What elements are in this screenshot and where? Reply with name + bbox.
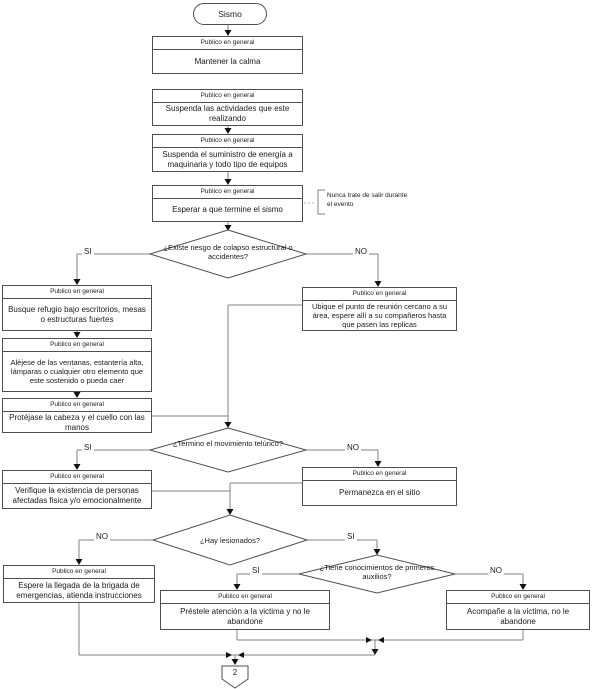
box-header: Publico en general (4, 566, 154, 579)
box-text: Suspenda el suministro de energía a maqu… (162, 149, 293, 169)
process-suspenda-actividades: Publico en general Suspenda las activida… (152, 89, 303, 126)
branch-label-no: NO (94, 532, 110, 541)
diamond-riesgo-colapso (148, 229, 308, 279)
offpage-connector-shape (221, 665, 249, 689)
process-acompane-victima: Publico en general Acompañe a la victima… (446, 590, 590, 630)
decision-primeros-auxilios-text: ¿Tiene conocimientos de primeros auxilio… (319, 563, 435, 582)
process-protejase-cabeza: Publico en general Protéjase la cabeza y… (2, 398, 152, 433)
annotation-note: Nunca trate de salir durante el evento (327, 192, 408, 208)
arrowhead-icons (73, 30, 527, 665)
process-ubique-punto-reunion: Publico en general Ubique el punto de re… (302, 287, 457, 331)
process-permanezca-sitio: Publico en general Permanezca en el siti… (302, 467, 457, 506)
box-text: Permanezca en el sitio (339, 488, 420, 498)
diamond-primeros-auxilios (298, 554, 456, 594)
box-header: Publico en general (3, 399, 151, 412)
decision-riesgo-colapso-text: ¿Existe riesgo de colapso estructural o … (163, 243, 293, 262)
box-text: Verifique la existencia de personas afec… (12, 486, 142, 505)
process-espere-brigada: Publico en general Espere la llegada de … (3, 565, 155, 603)
box-header: Publico en general (3, 339, 151, 352)
process-suspenda-suministro: Publico en general Suspenda el suministr… (152, 134, 303, 172)
box-text: Protéjase la cabeza y el cuello con las … (9, 413, 145, 432)
box-header: Publico en general (303, 468, 456, 481)
box-header: Publico en general (3, 286, 151, 299)
note-bracket (317, 189, 325, 215)
process-prestele-atencion: Publico en general Préstele atención a l… (160, 590, 330, 630)
branch-label-no: NO (345, 443, 361, 452)
branch-label-si: SI (82, 443, 94, 452)
box-text: Aléjese de las ventanas, estantería alta… (10, 357, 144, 386)
box-header: Publico en general (153, 186, 302, 199)
merge-arrow-icons (226, 637, 384, 658)
branch-label-no: NO (353, 247, 369, 256)
diamond-termino-movimiento (148, 427, 308, 473)
box-header: Publico en general (447, 591, 589, 604)
decision-diamond-shapes (148, 229, 456, 594)
process-verifique-existencia: Publico en general Verifique la existenc… (2, 470, 152, 509)
process-busque-refugio: Publico en general Busque refugio bajo e… (2, 285, 152, 331)
box-text: Mantener la calma (194, 56, 261, 66)
box-text: Acompañe a la victima, no le abandone (466, 606, 570, 626)
box-text: Suspenda las actividades que este realiz… (165, 104, 290, 123)
diamond-hay-lesionados (151, 514, 309, 566)
branch-label-si: SI (250, 566, 262, 575)
box-header: Publico en general (303, 288, 456, 301)
box-header: Publico en general (153, 37, 302, 50)
process-mantener-la-calma: Publico en general Mantener la calma (152, 36, 303, 74)
offpage-connector-label: 2 (232, 668, 238, 677)
branch-label-no: NO (488, 566, 504, 575)
decision-hay-lesionados-text: ¿Hay lesionados? (199, 536, 261, 545)
box-text: Esperar a que termine el sismo (172, 205, 283, 215)
start-label: Sismo (218, 9, 242, 19)
decision-termino-movimiento-text: ¿Termino el movimiento telúrico? (172, 439, 284, 448)
box-header: Publico en general (161, 591, 329, 604)
box-text: Busque refugio bajo escritorios, mesas o… (8, 304, 146, 324)
process-alejese-ventanas: Publico en general Aléjese de las ventan… (2, 338, 152, 392)
box-text: Espere la llegada de la brigada de emerg… (16, 580, 142, 600)
box-text: Ubique el punto de reunión cercano a su … (311, 302, 448, 330)
box-header: Publico en general (153, 90, 302, 103)
process-esperar-termine-sismo: Publico en general Esperar a que termine… (152, 185, 303, 222)
branch-label-si: SI (82, 247, 94, 256)
branch-label-si: SI (345, 532, 357, 541)
box-text: Préstele atención a la victima y no le a… (180, 606, 310, 626)
box-header: Publico en general (3, 471, 151, 484)
start-terminator: Sismo (193, 3, 267, 25)
box-header: Publico en general (153, 135, 302, 148)
